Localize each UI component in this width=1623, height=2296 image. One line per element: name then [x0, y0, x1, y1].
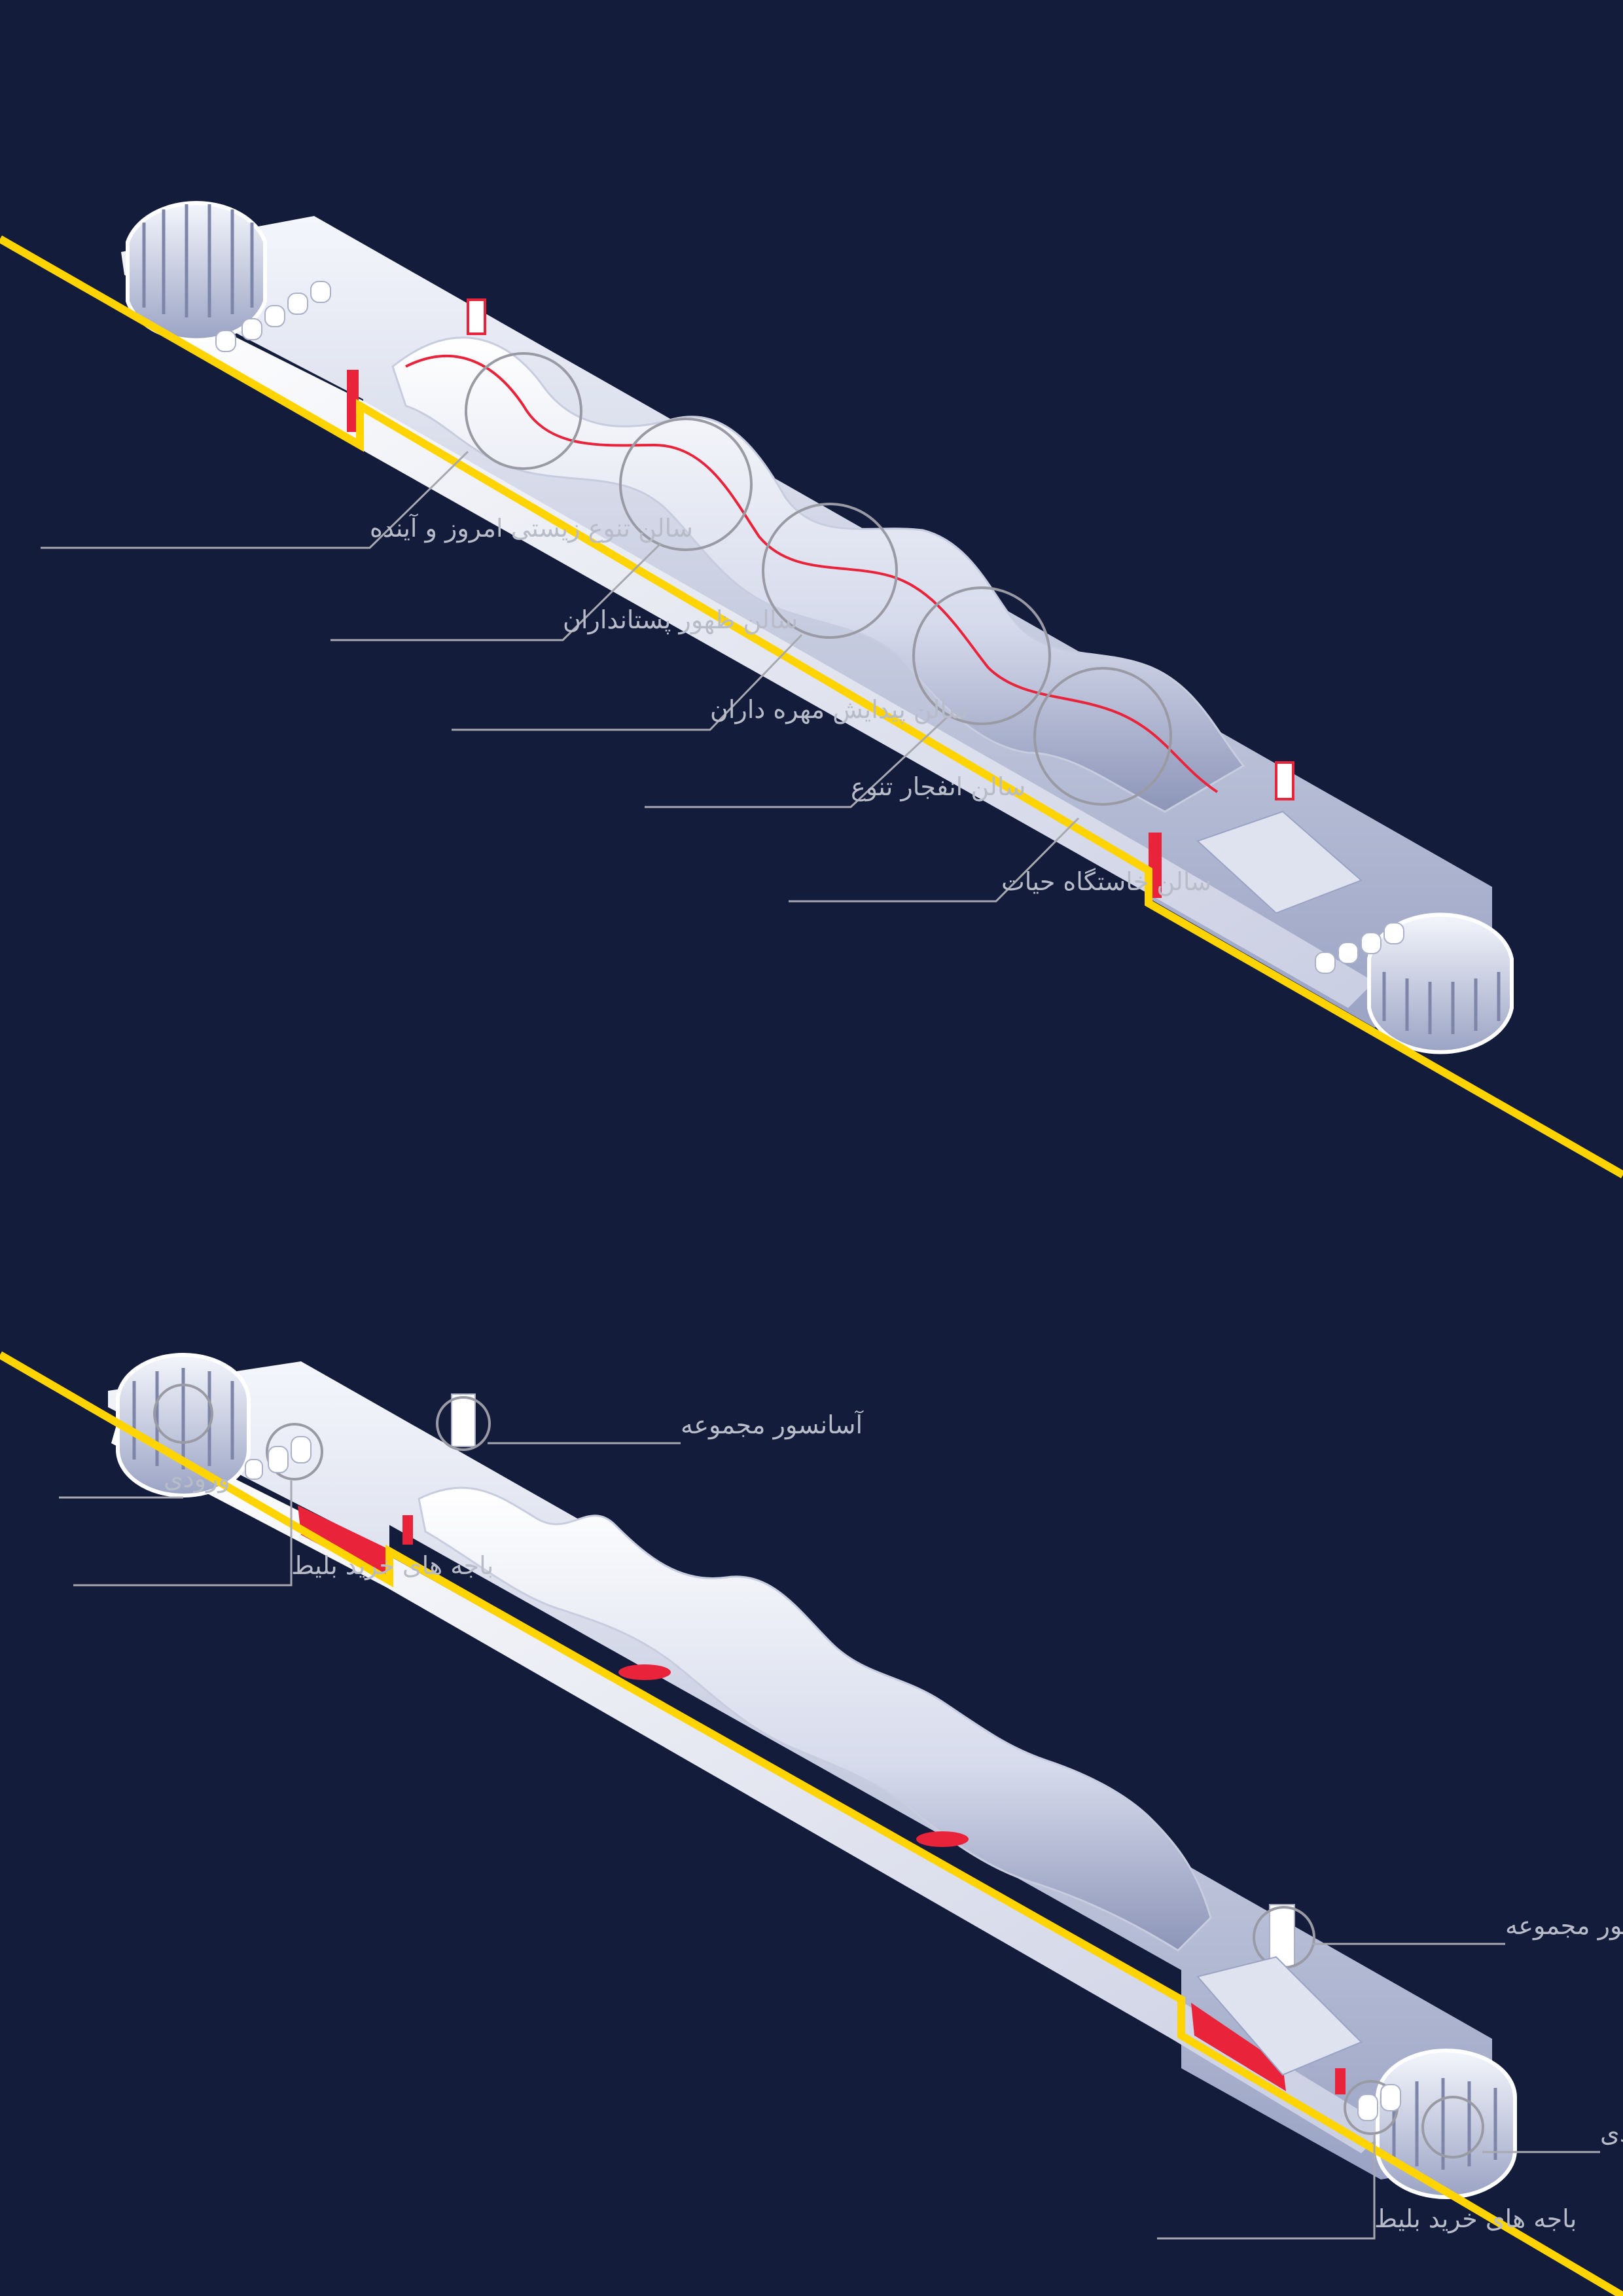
bottom-right-elevator: [1269, 1904, 1295, 1967]
bottom-right-cylinders: [1357, 2084, 1401, 2121]
bottom-wavy-halls: [418, 1486, 1212, 1952]
bottom-left-elevator: [451, 1393, 476, 1447]
top-left-red-column: [347, 370, 359, 432]
bottom-label-tickets-right: باجه های خرید بلیط: [1374, 2204, 1577, 2234]
bottom-left-rotunda: [116, 1353, 251, 1498]
top-hall-marker-4: [912, 586, 1051, 725]
top-hall-marker-3: [762, 503, 898, 639]
top-leader-lines: [41, 450, 1080, 903]
bottom-diagram: آسانسور مجموعه ورودی باجه های خرید بلیط …: [0, 1351, 1623, 2296]
bottom-right-rotunda: [1376, 2049, 1517, 2199]
bottom-floor-strip: [111, 1420, 1387, 2153]
top-floor-strip: [131, 288, 1374, 1008]
top-left-cylinders: [215, 281, 331, 352]
bottom-entrance-marker-left: [153, 1384, 213, 1444]
bottom-entrance-marker-right: [1421, 2096, 1484, 2159]
top-hall-marker-1: [465, 352, 582, 470]
top-label-origin-of-life: سالن خاستگاه حیات: [1001, 867, 1211, 897]
top-wavy-halls: [391, 336, 1245, 813]
bottom-elevator-marker-left: [436, 1396, 491, 1451]
top-right-elevator: [1275, 761, 1294, 800]
bottom-red-pool-1: [618, 1664, 671, 1680]
top-label-mammals: سالن ظهور پستانداران: [563, 605, 798, 635]
bottom-tickets-marker-left: [266, 1423, 323, 1480]
bottom-label-elevator-right: آسانسور مجموعه: [1505, 1910, 1623, 1941]
bottom-label-tickets-left: باجه های خرید بلیط: [291, 1551, 493, 1581]
bottom-left-red-column: [402, 1515, 413, 1545]
top-right-cylinders: [1315, 922, 1404, 974]
bottom-label-entrance-left: ورودی: [164, 1464, 230, 1494]
top-diagram: سالن تنوع زیستی امروز و آینده سالن ظهور …: [0, 201, 1623, 1179]
bottom-label-elevator-left: آسانسور مجموعه: [681, 1410, 863, 1440]
top-right-stair: [1196, 810, 1363, 914]
top-label-diversity-explosion: سالن انفجار تنوع: [851, 772, 1026, 802]
bottom-label-entrance-right: ورودی: [1600, 2119, 1623, 2148]
bottom-leader-lines: [59, 1442, 1600, 2240]
bottom-left-cylinders: [245, 1436, 312, 1480]
top-label-vertebrates: سالن پیدایش مهره داران: [710, 695, 969, 725]
bottom-right-red-wedge: [1191, 2003, 1286, 2091]
top-hall-marker-5: [1033, 667, 1172, 806]
top-left-rotunda: [126, 201, 267, 342]
bottom-right-stair: [1196, 1956, 1363, 2076]
top-red-route: [405, 355, 1219, 793]
top-hall-marker-2: [619, 418, 753, 551]
bottom-ground-line: [0, 1351, 1623, 2296]
bottom-red-pool-2: [916, 1831, 969, 1847]
bottom-right-red-column: [1335, 2068, 1346, 2094]
top-left-elevator: [467, 298, 486, 335]
top-ground-line: [0, 235, 1623, 1179]
top-label-biodiversity: سالن تنوع زیستی امروز و آینده: [370, 513, 693, 543]
top-right-rotunda: [1367, 912, 1514, 1054]
